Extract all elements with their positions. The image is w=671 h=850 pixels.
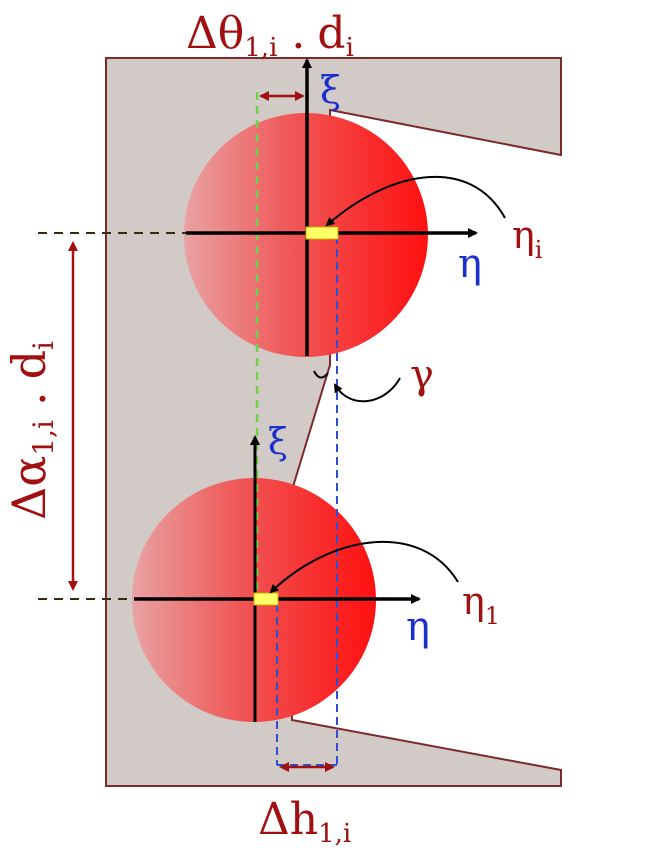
xi-bottom-label: ξ bbox=[268, 422, 288, 463]
eta-bottom-label: η bbox=[406, 604, 430, 650]
delta-alpha-label: Δα1,i.di bbox=[2, 341, 60, 520]
lower-yellow-mark bbox=[253, 592, 279, 606]
gamma-leader bbox=[333, 377, 401, 403]
xi-top-label: ξ bbox=[320, 68, 341, 112]
eta-1-label: η1 bbox=[462, 579, 500, 630]
delta-h-label: Δh1,i bbox=[258, 794, 351, 849]
eta-i-label: ηi bbox=[512, 213, 543, 264]
delta-theta-label: Δθ1,i.di bbox=[186, 8, 354, 63]
eta-1-leader bbox=[269, 540, 459, 594]
gamma-marker-arc bbox=[313, 370, 329, 379]
eta-top-label: η bbox=[458, 241, 482, 287]
eta-i-leader bbox=[325, 175, 506, 227]
upper-yellow-mark bbox=[305, 226, 339, 240]
gamma-label: γ bbox=[410, 352, 434, 398]
